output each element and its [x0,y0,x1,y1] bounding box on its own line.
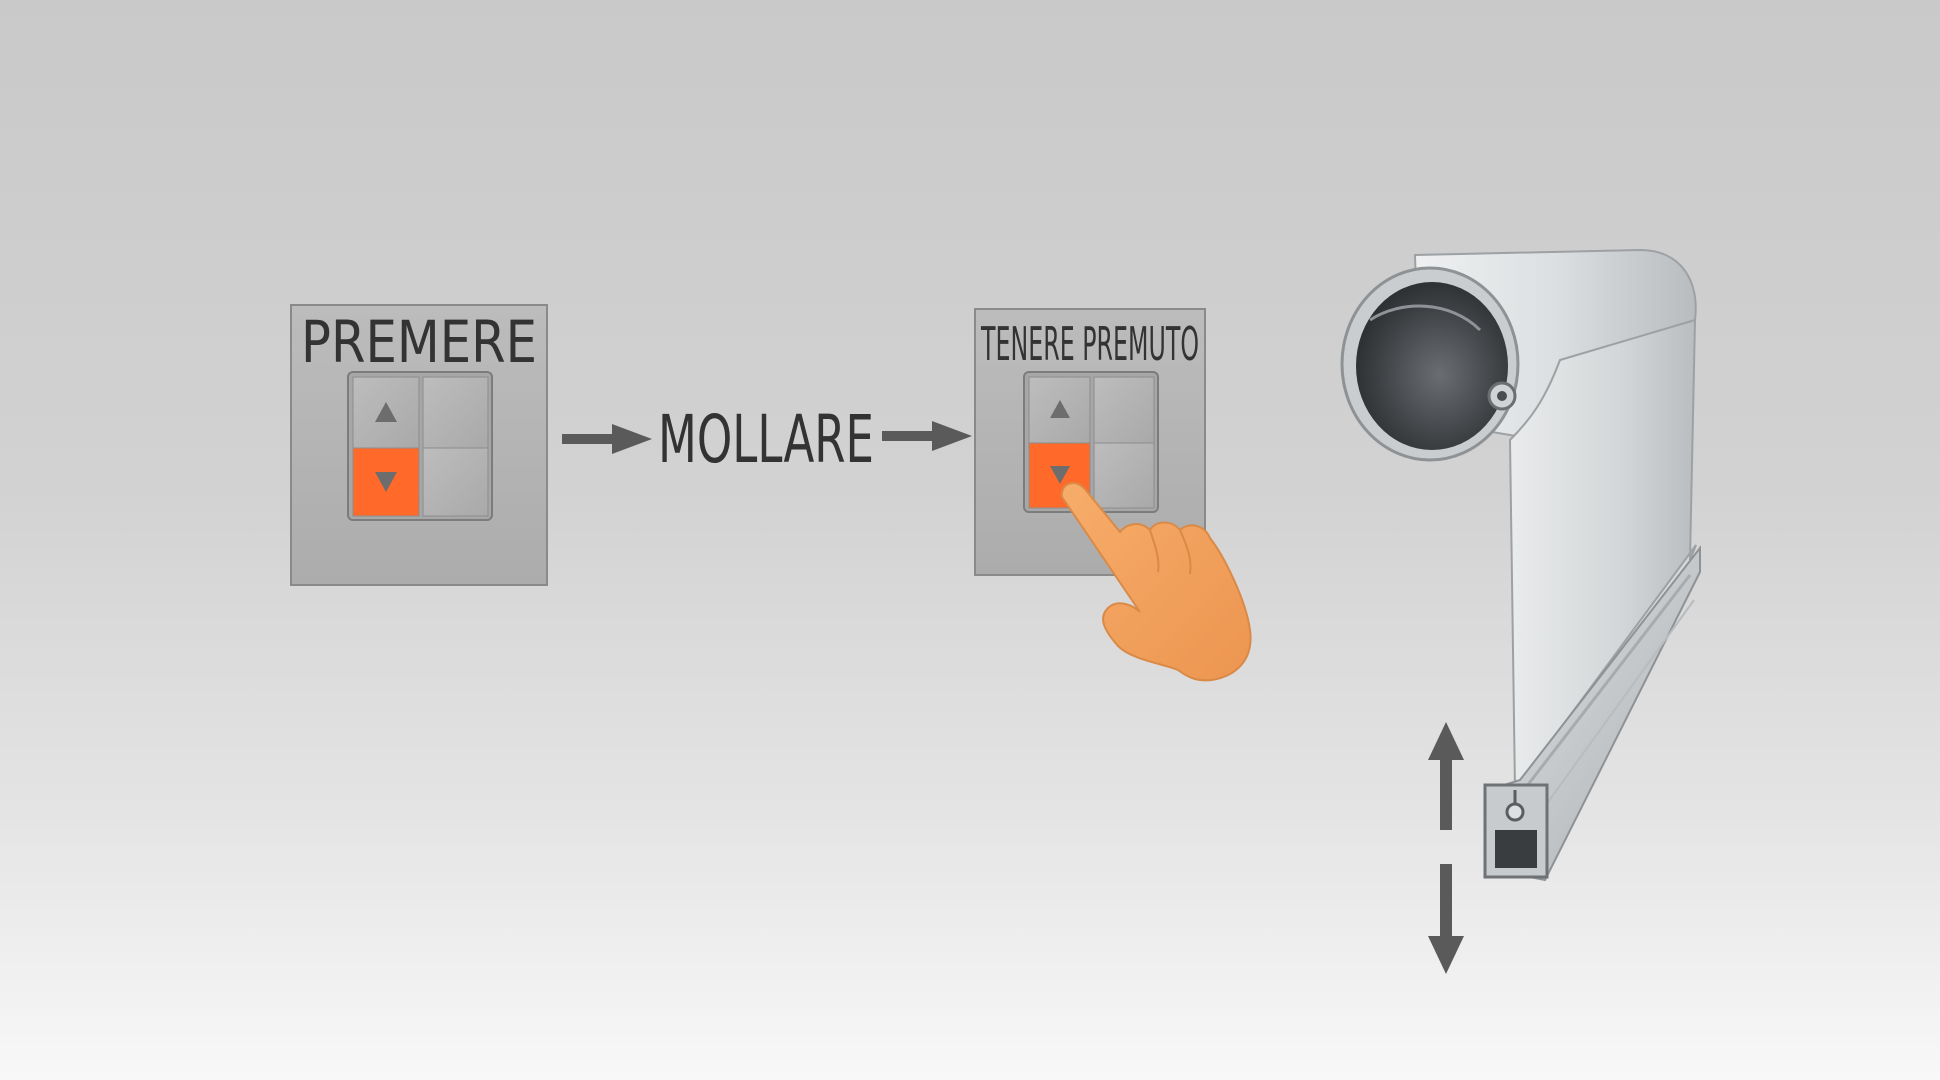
right-top-button [1093,376,1155,444]
roller-profile [1340,248,1701,882]
down-triangle-icon [1050,466,1070,484]
press-label: PREMERE [301,308,537,376]
right-bottom-button [1093,442,1155,509]
arrow-right-icon [882,421,972,451]
up-down-arrow-icon [1428,722,1464,974]
up-triangle-icon [375,402,397,422]
switch-hold: TENERE PREMUTO [974,308,1206,576]
tube-interior [1356,282,1508,450]
down-triangle-icon [375,472,397,492]
switch-press: PREMERE [290,304,548,586]
right-top-button [422,376,489,449]
arrow-right-icon [562,424,652,454]
up-arrow-head [1428,722,1464,760]
sheet [1508,318,1697,793]
down-arrow-head [1428,936,1464,974]
up-triangle-icon [1050,400,1070,418]
release-label: MOLLARE [658,401,874,478]
hold-label: TENERE PREMUTO [980,317,1199,371]
pointing-hand-icon [1060,482,1252,682]
right-bottom-button [422,447,489,517]
